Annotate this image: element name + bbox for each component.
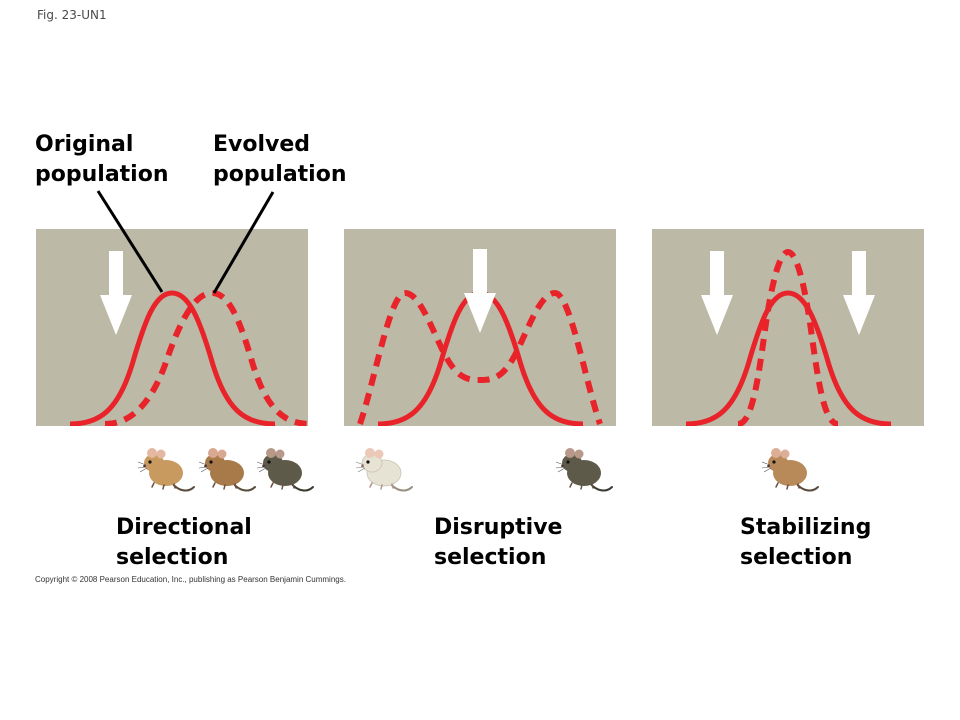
callout-original-population: Original population bbox=[35, 130, 169, 190]
label-stabilizing-line1: Stabilizing bbox=[740, 515, 872, 540]
curve-original-directional bbox=[69, 290, 276, 426]
pointer-original bbox=[96, 190, 164, 293]
mouse-icon bbox=[137, 448, 195, 492]
callout-original-line1: Original bbox=[35, 132, 134, 157]
label-directional-selection: Directional selection bbox=[116, 513, 252, 573]
pointer-evolved bbox=[212, 191, 275, 294]
label-disruptive-line2: selection bbox=[434, 545, 547, 570]
copyright-notice: Copyright © 2008 Pearson Education, Inc.… bbox=[35, 575, 346, 584]
curve-evolved-directional bbox=[104, 289, 308, 426]
label-stabilizing-selection: Stabilizing selection bbox=[740, 513, 871, 573]
label-disruptive-selection: Disruptive selection bbox=[434, 513, 562, 573]
curve-original-stabilizing bbox=[685, 290, 892, 426]
curve-evolved-stabilizing bbox=[737, 248, 839, 426]
mouse-icon bbox=[555, 448, 613, 492]
mouse-icon bbox=[256, 448, 314, 492]
mouse-icon bbox=[198, 448, 256, 492]
mouse-icon bbox=[355, 448, 413, 492]
label-directional-line2: selection bbox=[116, 545, 229, 570]
label-directional-line1: Directional bbox=[116, 515, 252, 540]
figure-label: Fig. 23-UN1 bbox=[37, 8, 107, 22]
label-stabilizing-line2: selection bbox=[740, 545, 853, 570]
callout-evolved-population: Evolved population bbox=[213, 130, 347, 190]
panel-directional-background bbox=[36, 229, 308, 426]
panel-directional bbox=[36, 229, 308, 426]
mouse-icon bbox=[761, 448, 819, 492]
callout-evolved-line1: Evolved bbox=[213, 132, 311, 157]
curve-evolved-disruptive bbox=[357, 289, 603, 425]
label-disruptive-line1: Disruptive bbox=[434, 515, 563, 540]
panel-stabilizing bbox=[652, 229, 924, 426]
panel-disruptive bbox=[344, 229, 616, 426]
panel-stabilizing-background bbox=[652, 229, 924, 426]
callout-evolved-line2: population bbox=[213, 162, 347, 187]
callout-original-line2: population bbox=[35, 162, 169, 187]
